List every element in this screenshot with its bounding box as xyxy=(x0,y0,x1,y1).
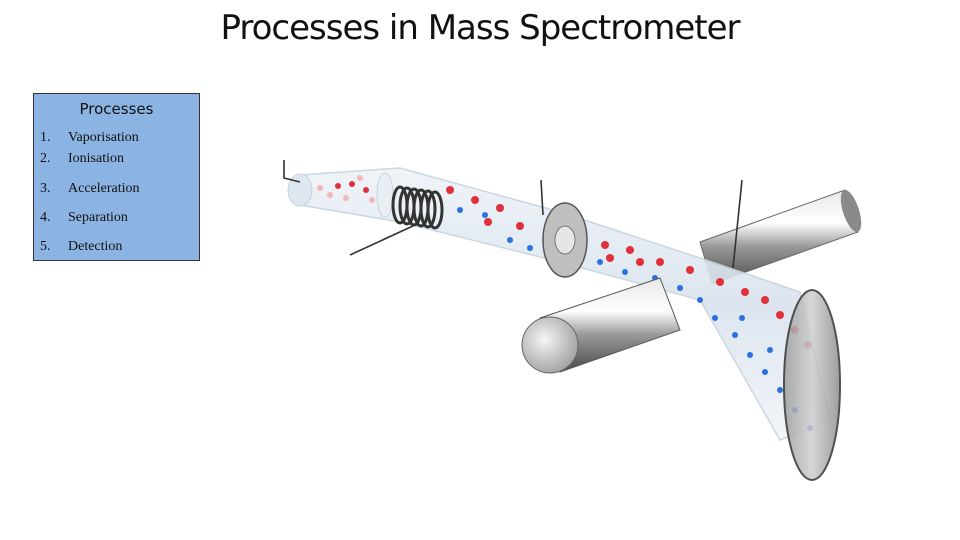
process-step-label: Separation xyxy=(68,210,128,225)
magnet-front xyxy=(522,278,680,373)
mass-spectrometer-diagram xyxy=(270,100,890,500)
process-step: 4.Separation xyxy=(40,210,128,226)
process-step-label: Vaporisation xyxy=(68,130,139,145)
accelerating-plate xyxy=(543,203,587,277)
process-step-label: Detection xyxy=(68,239,122,254)
slide-title: Processes in Mass Spectrometer xyxy=(0,8,960,48)
detector xyxy=(784,290,840,480)
processes-panel: Processes 1.Vaporisation 2.Ionisation 3.… xyxy=(33,93,200,261)
process-step-label: Ionisation xyxy=(68,151,124,166)
process-step: 2.Ionisation xyxy=(40,151,124,167)
processes-heading: Processes xyxy=(34,100,199,118)
process-step: 1.Vaporisation xyxy=(40,130,139,146)
process-step-label: Acceleration xyxy=(68,181,140,196)
process-step: 5.Detection xyxy=(40,239,122,255)
process-step: 3.Acceleration xyxy=(40,181,140,197)
